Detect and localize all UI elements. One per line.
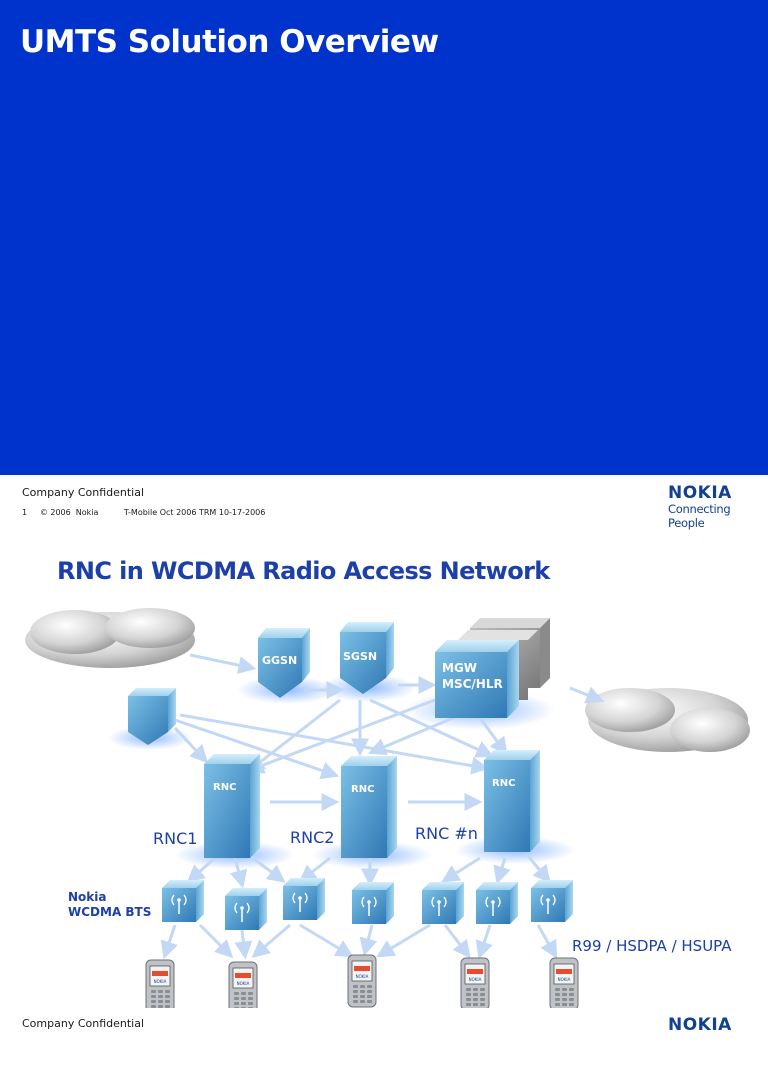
rnc-node: RNC (484, 750, 540, 852)
sgsn-label: SGSN (343, 650, 377, 663)
bts-antenna-icon (352, 882, 394, 924)
radio-tech-label: R99 / HSDPA / HSUPA (572, 937, 732, 955)
ggsn-node: GGSN (258, 628, 310, 698)
rnc-box-label: RNC (492, 778, 515, 789)
nokia-logo: NOKIA Connecting People (668, 484, 768, 530)
cloud-icon (25, 608, 195, 668)
phone-brand-label: NOKIA (469, 977, 482, 982)
cloud-icon (585, 688, 750, 752)
confidentiality-label: Company Confidential (22, 486, 145, 499)
slide-2-footer: Company Confidential NOKIA (0, 1008, 768, 1078)
phone-group: NOKIA NOKIA NOKIA NOKIA NOKIA (145, 954, 579, 1015)
bts-antenna-icon (531, 880, 573, 922)
phone-brand-label: NOKIA (237, 981, 250, 986)
nokia-logo: NOKIA (668, 1016, 732, 1034)
msc-hlr-label: MSC/HLR (442, 677, 503, 691)
ggsn-label: GGSN (262, 654, 297, 667)
document-ref: T-Mobile Oct 2006 TRM 10-17-2006 (123, 508, 266, 517)
sgsn-node: SGSN (340, 622, 394, 694)
copyright: © 2006 Nokia (39, 508, 99, 517)
mobile-phone-icon: NOKIA (347, 954, 377, 1008)
rnc1-label: RNC1 (153, 829, 197, 848)
bts-antenna-icon (422, 882, 464, 924)
bts-label-line2: WCDMA BTS (68, 905, 151, 919)
bts-antenna-icon (162, 880, 204, 922)
phone-brand-label: NOKIA (356, 974, 369, 979)
rnc-node: RNC (204, 754, 260, 858)
mobile-phone-icon: NOKIA (549, 957, 579, 1011)
nokia-logo-tagline: Connecting People (668, 502, 731, 530)
bts-antenna-icon (225, 888, 267, 930)
footer-meta: 1 © 2006 Nokia T-Mobile Oct 2006 TRM 10-… (22, 508, 265, 517)
mgw-label: MGW (442, 661, 477, 675)
mobile-phone-icon: NOKIA (145, 959, 175, 1013)
rnc2-label: RNC2 (290, 828, 334, 847)
bts-group (162, 878, 573, 930)
phone-brand-label: NOKIA (558, 977, 571, 982)
bts-label-line1: Nokia (68, 890, 106, 904)
slide-2-title: RNC in WCDMA Radio Access Network (57, 557, 550, 585)
slide-1-background: UMTS Solution Overview (0, 0, 768, 475)
rnc-n-label: RNC #n (415, 824, 478, 843)
page-number: 1 (22, 508, 28, 517)
bts-antenna-icon (283, 878, 325, 920)
rnc-box-label: RNC (213, 782, 236, 793)
rnc-box-label: RNC (351, 784, 374, 795)
slide-1-title: UMTS Solution Overview (20, 24, 439, 60)
mgw-node: MGW MSC/HLR (435, 640, 519, 718)
phone-brand-label: NOKIA (154, 979, 167, 984)
connection-arrows (160, 653, 605, 960)
nokia-logo-word: NOKIA (668, 483, 732, 503)
mobile-phone-icon: NOKIA (460, 957, 490, 1011)
network-diagram: MGW MSC/HLR GGSN SGSN RNC RNC RNC (25, 608, 750, 1015)
mobile-phone-icon: NOKIA (228, 961, 258, 1015)
rnc-node: RNC (341, 756, 397, 858)
gateway-node (128, 688, 176, 745)
nokia-logo-word: NOKIA (668, 1015, 732, 1035)
slide-1-footer: Company Confidential 1 © 2006 Nokia T-Mo… (0, 475, 768, 545)
bts-antenna-icon (476, 882, 518, 924)
